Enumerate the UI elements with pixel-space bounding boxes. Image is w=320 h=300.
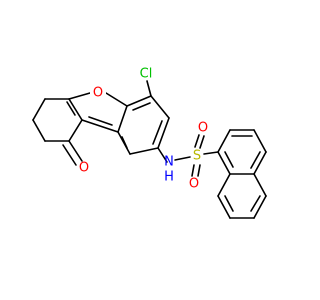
- bond: [224, 151, 234, 168]
- bonds: [32, 80, 267, 219]
- bond: [68, 140, 83, 162]
- bond: [157, 147, 168, 163]
- atom-chlorine: Cl: [140, 67, 153, 82]
- bond: [32, 98, 46, 121]
- bond: [217, 195, 231, 219]
- bond: [152, 120, 163, 145]
- bond: [126, 95, 152, 107]
- atom-oxygen-furan: O: [93, 86, 103, 101]
- bond: [105, 92, 128, 107]
- atom-labels: O O Cl S N H O O: [79, 67, 208, 192]
- bond: [174, 156, 191, 161]
- atom-sulfur: S: [193, 149, 201, 164]
- molecule-structure: O O Cl S N H O O: [32, 67, 267, 219]
- bond: [150, 95, 170, 119]
- bond: [217, 173, 231, 197]
- bond: [194, 134, 200, 148]
- bond: [146, 80, 152, 97]
- bond: [157, 117, 170, 149]
- bond: [81, 119, 119, 133]
- bond: [253, 129, 267, 153]
- bond: [121, 136, 128, 149]
- bond: [129, 147, 159, 155]
- bond: [62, 144, 77, 166]
- bond: [117, 105, 128, 133]
- bond: [191, 164, 195, 177]
- bond: [132, 102, 151, 111]
- bond: [66, 101, 76, 116]
- bond: [217, 151, 231, 175]
- atom-oxygen-sulfonyl-top: O: [198, 121, 208, 136]
- bond: [224, 195, 234, 212]
- atom-hydrogen: H: [164, 170, 174, 185]
- bond: [68, 92, 91, 100]
- bond: [253, 173, 267, 197]
- bond: [197, 164, 201, 177]
- bond: [199, 135, 205, 149]
- bond: [32, 119, 46, 142]
- bond: [68, 119, 83, 142]
- atom-oxygen-sulfonyl-bottom: O: [189, 177, 199, 192]
- bond: [253, 151, 267, 175]
- bond: [253, 195, 267, 219]
- bond: [68, 98, 83, 121]
- bond: [217, 129, 231, 153]
- atom-oxygen-ketone: O: [79, 161, 89, 176]
- bond: [250, 151, 261, 169]
- bond: [88, 116, 113, 126]
- atom-nitrogen: N: [164, 155, 174, 170]
- bond: [250, 195, 261, 212]
- bond: [203, 151, 219, 155]
